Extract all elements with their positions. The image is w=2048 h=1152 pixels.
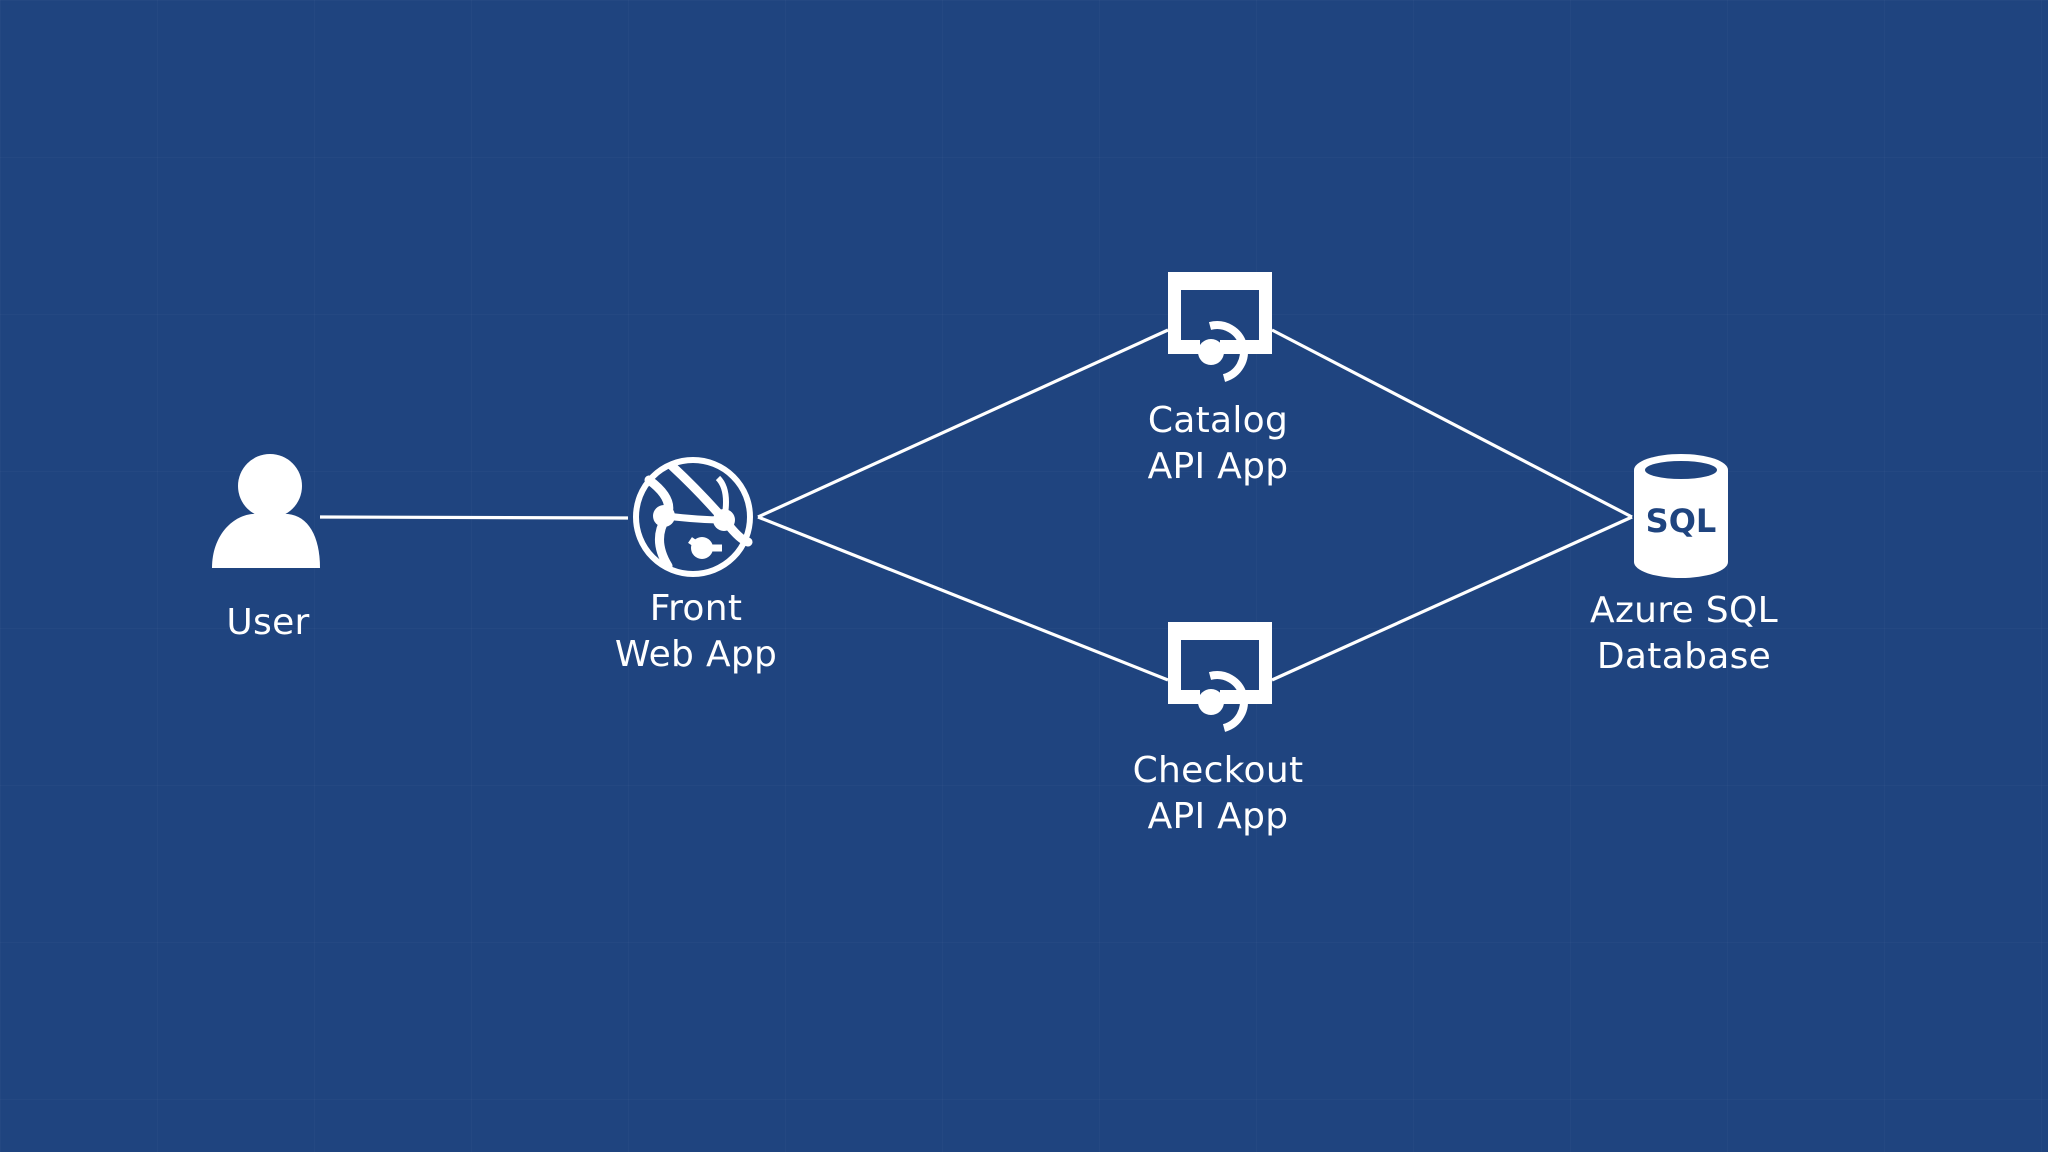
node-label-sql-db-line-1: Azure SQL <box>1590 590 1778 631</box>
node-label-checkout-api-line-1: Checkout <box>1132 750 1304 791</box>
node-label-checkout-api: Checkout API App <box>1058 748 1378 840</box>
node-label-user-line-1: User <box>226 602 310 643</box>
sql-icon-text: SQL <box>1646 502 1717 540</box>
node-label-checkout-api-line-2: API App <box>1147 796 1289 837</box>
connectors <box>319 328 1633 682</box>
sql-database-icon: SQL <box>1634 454 1728 578</box>
edge-catalog-api-to-sql-db <box>1271 328 1633 519</box>
checkout-api-app-icon <box>1168 622 1272 732</box>
node-label-front-web-app-line-1: Front <box>649 588 743 629</box>
edge-front-web-app-to-checkout-api <box>757 515 1169 682</box>
edge-front-web-app-to-catalog-api <box>757 328 1169 519</box>
node-label-user: User <box>108 600 428 646</box>
node-label-sql-db-line-2: Database <box>1596 636 1772 677</box>
edge-user-to-front-web-app <box>319 515 629 520</box>
node-label-front-web-app-line-2: Web App <box>614 634 778 675</box>
edge-checkout-api-to-sql-db <box>1271 515 1633 682</box>
web-app-globe-icon <box>633 457 753 577</box>
node-label-sql-db: Azure SQL Database <box>1524 588 1844 680</box>
user-icon <box>212 454 320 568</box>
node-label-front-web-app: Front Web App <box>536 586 856 678</box>
catalog-api-app-icon <box>1168 272 1272 382</box>
node-label-catalog-api: Catalog API App <box>1058 398 1378 490</box>
node-label-catalog-api-line-1: Catalog <box>1147 400 1289 441</box>
node-label-catalog-api-line-2: API App <box>1147 446 1289 487</box>
